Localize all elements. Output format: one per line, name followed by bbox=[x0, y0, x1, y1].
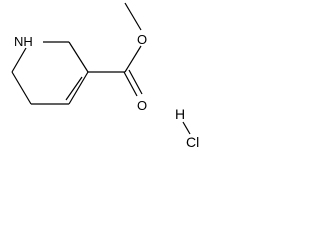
bond-c6-n bbox=[11, 47, 27, 73]
bond-h-cl bbox=[182, 121, 191, 135]
bond-carbonyl-o-ester bbox=[124, 45, 142, 73]
bond-carbonyl-o-double-b bbox=[128, 69, 143, 95]
bond-o-methyl bbox=[124, 2, 142, 31]
bond-c3-c4-double bbox=[65, 76, 83, 101]
atom-nh-label: NH bbox=[14, 34, 33, 49]
atom-h-label: H bbox=[175, 106, 185, 122]
atom-carbonyl-o-label: O bbox=[137, 98, 147, 113]
molecule-drawing: NH O O H Cl bbox=[11, 2, 199, 149]
bond-c3-c4 bbox=[68, 71, 89, 105]
bond-c5-c6 bbox=[11, 71, 32, 105]
bond-c2-c3 bbox=[68, 41, 89, 73]
atom-cl-label: Cl bbox=[186, 134, 199, 149]
bond-carbonyl-o-double-a bbox=[123, 71, 138, 97]
atom-ester-o-label: O bbox=[137, 32, 147, 47]
chemical-structure: NH O O H Cl bbox=[0, 0, 214, 149]
